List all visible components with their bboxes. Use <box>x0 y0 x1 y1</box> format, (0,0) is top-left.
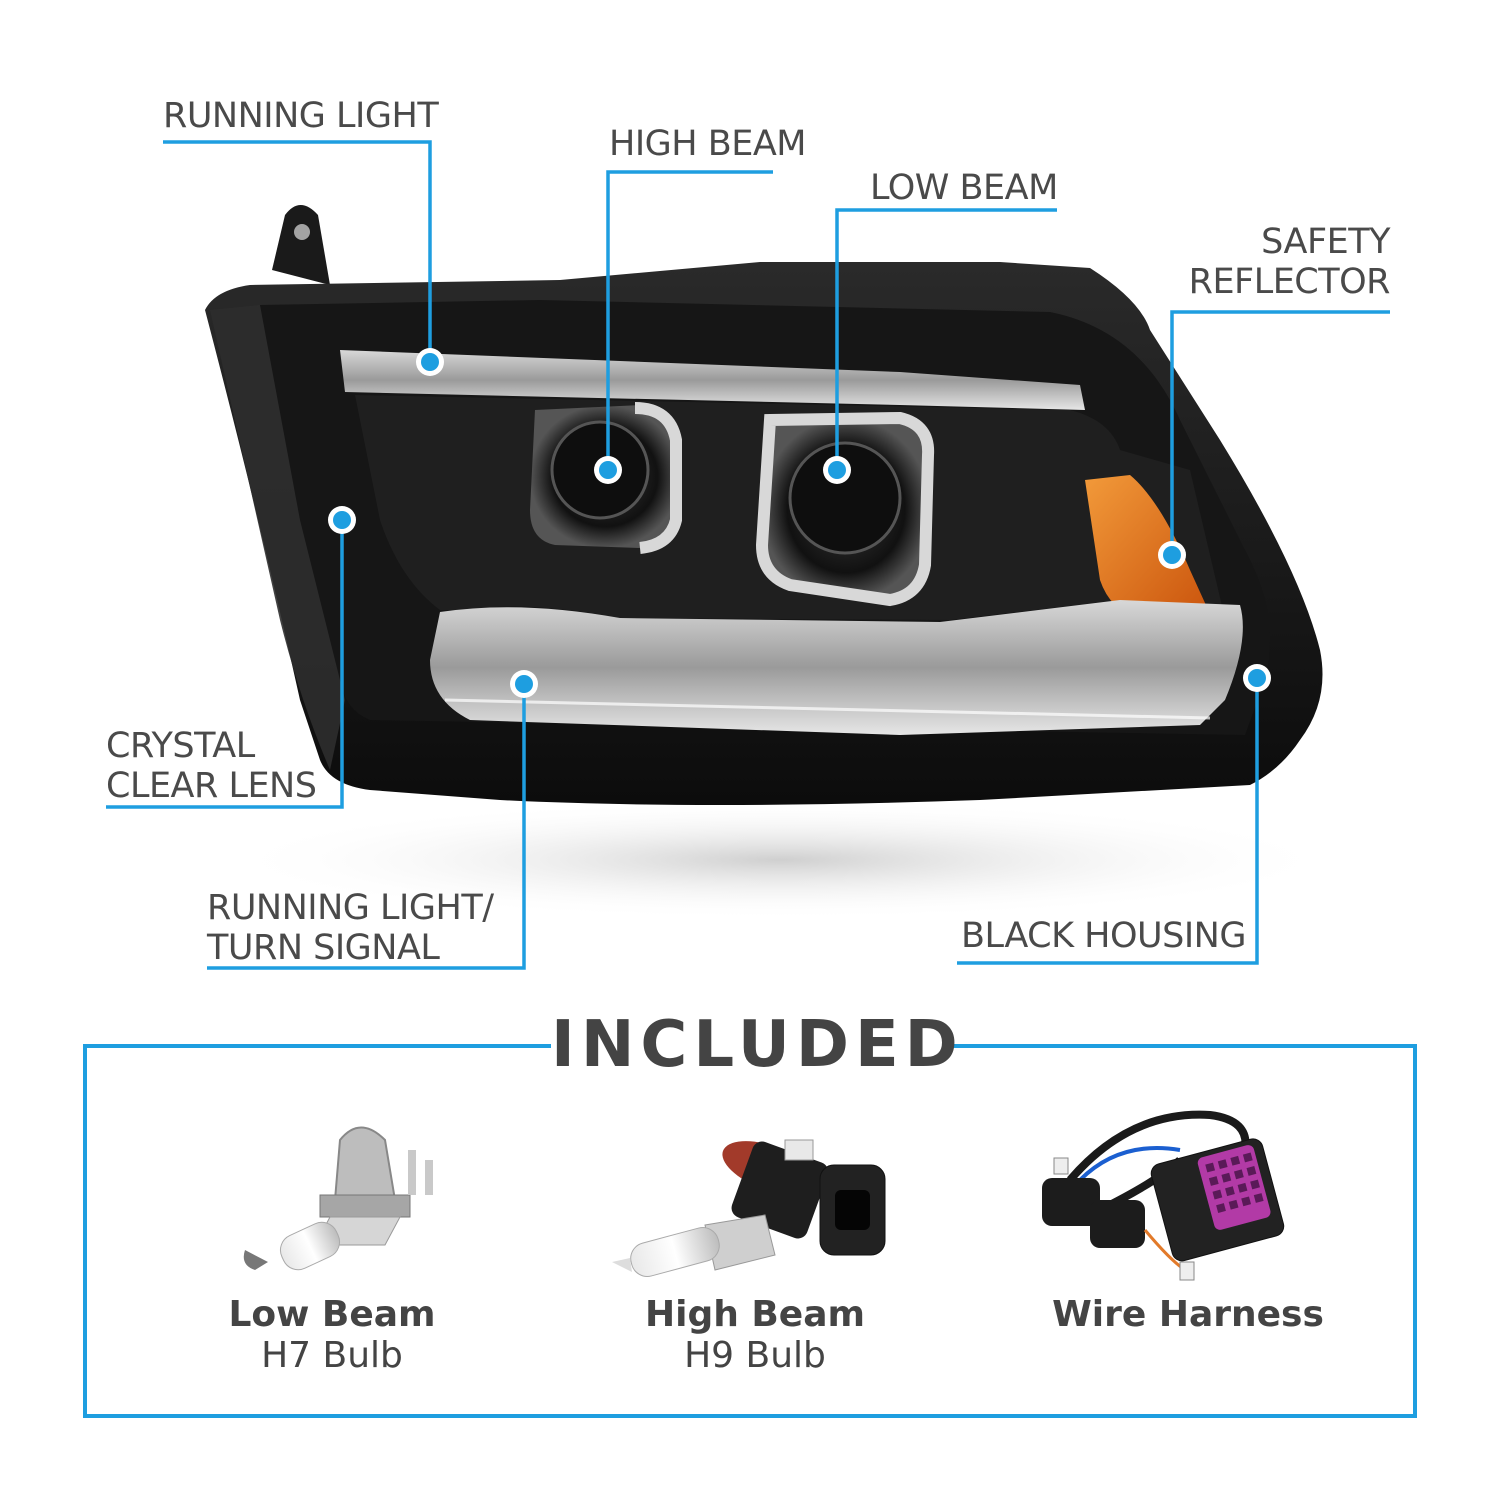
dot-low-beam <box>823 456 851 484</box>
low-beam-projector <box>755 411 935 607</box>
mounting-tab <box>272 205 330 285</box>
callout-running-light: RUNNING LIGHT <box>163 96 439 136</box>
item-high-beam-title: High Beam <box>644 1294 866 1335</box>
item-low-beam-subtitle: H7 Bulb <box>261 1335 403 1376</box>
callout-low-beam: LOW BEAM <box>870 168 1058 208</box>
dot-turn-signal <box>510 670 538 698</box>
dot-high-beam <box>594 456 622 484</box>
callout-safety-reflector-line1: SAFETY <box>1261 222 1390 262</box>
included-title: INCLUDED <box>551 1005 958 1085</box>
item-high-beam-subtitle: H9 Bulb <box>684 1335 826 1376</box>
dot-crystal-lens <box>328 506 356 534</box>
callout-high-beam: HIGH BEAM <box>609 124 806 164</box>
callout-crystal-lens-line2: CLEAR LENS <box>106 766 317 806</box>
callout-safety-reflector-line2: REFLECTOR <box>1188 262 1391 302</box>
callout-running-turn-line1: RUNNING LIGHT/ <box>207 888 494 928</box>
h9-bulb-image <box>612 1139 886 1277</box>
dot-running-light <box>416 348 444 376</box>
callout-crystal-lens-line1: CRYSTAL <box>106 726 255 766</box>
turn-signal-strip <box>430 600 1243 735</box>
wire-harness-image <box>1042 1110 1285 1281</box>
dot-safety-reflector <box>1158 541 1186 569</box>
callout-lines <box>106 140 1390 970</box>
h7-bulb-image <box>243 1126 433 1271</box>
dot-black-housing <box>1243 664 1271 692</box>
mounting-hole <box>294 224 310 240</box>
callout-black-housing: BLACK HOUSING <box>961 916 1246 956</box>
running-light-strip <box>340 350 1085 410</box>
amber-reflector <box>1085 475 1215 625</box>
item-low-beam-title: Low Beam <box>228 1294 436 1335</box>
crystal-lens-edge <box>210 305 345 770</box>
item-wire-harness-title: Wire Harness <box>1052 1294 1324 1335</box>
headlight-shadow <box>220 800 1340 920</box>
callout-dots <box>328 348 1271 698</box>
callout-running-turn-line2: TURN SIGNAL <box>207 928 440 968</box>
